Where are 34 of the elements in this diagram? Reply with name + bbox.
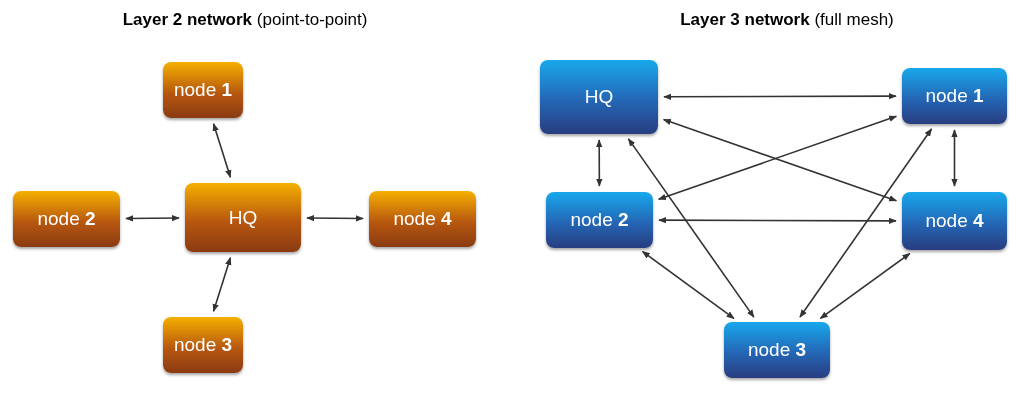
double-arrow xyxy=(641,250,735,320)
node-label: node 2 xyxy=(570,209,629,231)
node-label: node 3 xyxy=(173,334,233,356)
network-node xyxy=(185,183,301,252)
double-arrow xyxy=(125,214,180,222)
double-arrow xyxy=(799,128,933,318)
node-label: node 4 xyxy=(925,210,984,232)
node-label: node 4 xyxy=(393,208,452,230)
section-title: Layer 3 network (full mesh) xyxy=(680,10,894,30)
network-node xyxy=(724,322,830,378)
network-node xyxy=(163,317,243,373)
network-node xyxy=(369,191,476,247)
network-node xyxy=(902,68,1007,124)
network-node xyxy=(540,60,658,134)
double-arrow xyxy=(212,256,232,313)
node-label: node 1 xyxy=(925,85,984,107)
node-label: node 1 xyxy=(173,79,233,101)
network-node xyxy=(902,192,1007,250)
node-label: node 2 xyxy=(37,208,96,230)
double-arrow xyxy=(663,93,897,100)
double-arrow xyxy=(306,214,364,222)
node-label: node 3 xyxy=(747,339,807,361)
double-arrow xyxy=(212,122,232,179)
double-arrow xyxy=(658,217,897,224)
network-node xyxy=(163,62,243,118)
network-node xyxy=(546,192,653,248)
double-arrow xyxy=(819,252,911,320)
double-arrow xyxy=(627,138,755,318)
node-label: HQ xyxy=(228,206,258,229)
double-arrow xyxy=(951,129,958,187)
section-title: Layer 2 network (point-to-point) xyxy=(122,10,368,30)
network-node xyxy=(13,191,120,247)
double-arrow xyxy=(596,139,603,187)
node-label: HQ xyxy=(584,86,614,108)
